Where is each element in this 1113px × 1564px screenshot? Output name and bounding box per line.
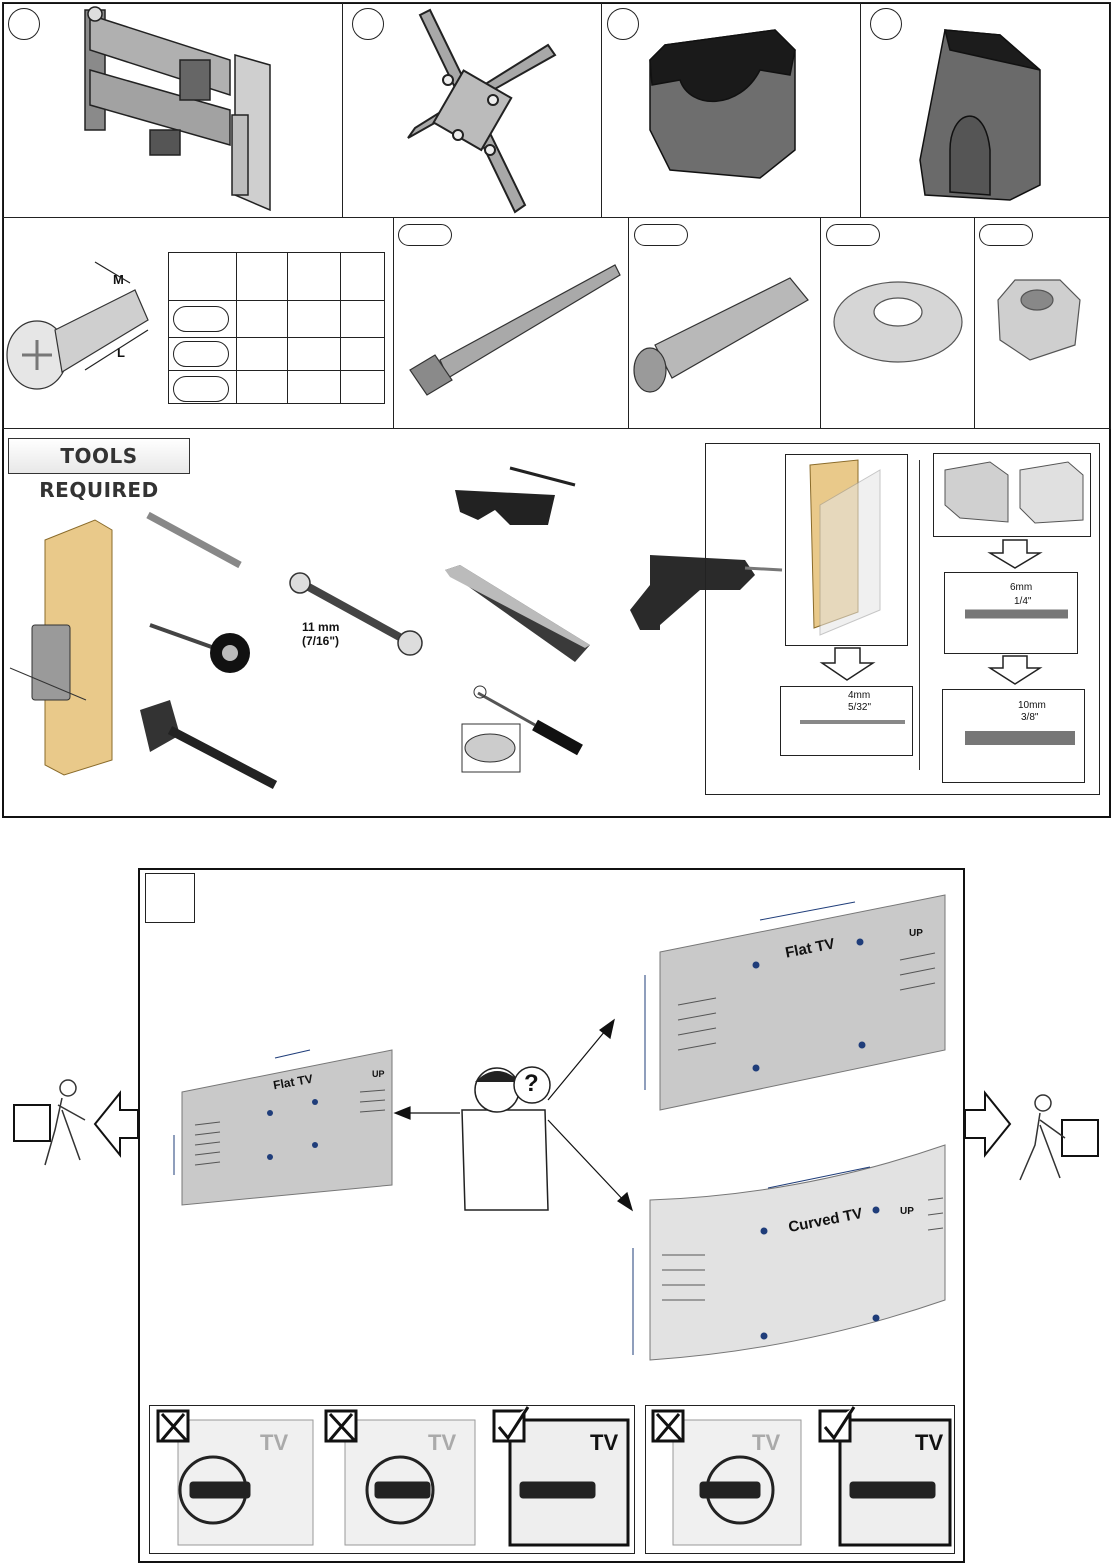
screw-size-table bbox=[168, 252, 385, 404]
screw-check-group-a bbox=[149, 1405, 635, 1554]
machine-screw-icon bbox=[6, 261, 149, 390]
large-tv-up-label: UP bbox=[909, 928, 923, 939]
screw-panel-tv-label: TV bbox=[590, 1430, 619, 1455]
cover-piece-a-icon bbox=[649, 29, 796, 179]
question-mark: ? bbox=[524, 1070, 539, 1097]
masonry-wall-panel bbox=[933, 453, 1091, 537]
screw-table-pill bbox=[173, 306, 229, 332]
guide-divider bbox=[919, 460, 920, 770]
masonry-bit2-size-in: 3/8" bbox=[1021, 712, 1039, 723]
drill-bit-icon bbox=[800, 609, 1075, 745]
pointer-arrows bbox=[393, 1018, 634, 1212]
part-label-pill bbox=[979, 224, 1033, 246]
brick-icon bbox=[944, 461, 1084, 524]
wrench-size-label: 11 mm bbox=[302, 620, 340, 634]
wrong-mark-icon bbox=[156, 1409, 685, 1443]
masonry-bit-1-panel bbox=[944, 572, 1078, 654]
tape-measure-icon bbox=[149, 623, 250, 673]
screw-panel-tv-label: TV bbox=[260, 1430, 289, 1455]
part-number-circle bbox=[870, 8, 902, 40]
tv-bracket-icon bbox=[407, 8, 557, 214]
exit-left-arrow-icon bbox=[13, 1090, 139, 1158]
wall-arm-icon bbox=[84, 6, 271, 212]
check-mark-icon bbox=[492, 1406, 856, 1443]
screw-panel-tv-label: TV bbox=[915, 1430, 944, 1455]
screw-dimension-l: L bbox=[117, 345, 125, 360]
masonry-bit1-size-in: 1/4" bbox=[1014, 596, 1032, 607]
washer-icon bbox=[833, 281, 963, 363]
masonry-bit-2-panel bbox=[942, 689, 1085, 783]
drill-bit-guide bbox=[705, 443, 1100, 795]
wall-anchor-icon bbox=[633, 277, 809, 393]
wrench-icon bbox=[289, 572, 423, 656]
safety-glasses-icon bbox=[455, 466, 576, 525]
power-drill-icon bbox=[630, 555, 783, 630]
stud-finder-icon bbox=[9, 519, 113, 776]
screw-panel-tv-label: TV bbox=[752, 1430, 781, 1455]
masonry-bit2-size-mm: 10mm bbox=[1018, 700, 1046, 711]
hex-nut-icon bbox=[997, 279, 1081, 361]
screw-table-pill bbox=[173, 341, 229, 367]
tools-required-badge: TOOLS REQUIRED bbox=[8, 438, 190, 502]
screw-check-panels bbox=[177, 1418, 952, 1547]
cover-piece-b-icon bbox=[919, 29, 1041, 201]
part-number-circle bbox=[8, 8, 40, 40]
wrench-size-imperial-label: (7/16") bbox=[302, 634, 340, 648]
screw-check-group-b bbox=[645, 1405, 955, 1554]
pencil-icon bbox=[146, 511, 242, 569]
screw-dimension-m: M bbox=[113, 272, 124, 287]
screw-panel-tv-label: TV bbox=[428, 1430, 457, 1455]
wood-stud-icon bbox=[809, 459, 881, 636]
tv-check-frame bbox=[138, 868, 965, 1563]
thinking-person-icon bbox=[461, 1066, 551, 1211]
walking-person-icon bbox=[44, 1079, 1066, 1181]
exit-right-arrow-icon bbox=[964, 1090, 1099, 1158]
screw-detail-icon bbox=[178, 1455, 936, 1525]
part-label-pill bbox=[634, 224, 688, 246]
lag-bolt-icon bbox=[409, 264, 621, 396]
screwdriver-icon bbox=[461, 685, 583, 773]
small-flat-tv-icon bbox=[173, 1049, 393, 1206]
part-label-pill bbox=[398, 224, 452, 246]
part-number-circle bbox=[607, 8, 639, 40]
wood-bit-size-in: 5/32" bbox=[848, 702, 872, 713]
small-tv-up-label: UP bbox=[372, 1069, 385, 1079]
part-label-pill bbox=[826, 224, 880, 246]
curved-tv-icon bbox=[632, 1144, 946, 1361]
large-flat-tv-icon bbox=[644, 894, 946, 1111]
wood-bit-size-mm: 4mm bbox=[848, 690, 871, 701]
masonry-bit1-size-mm: 6mm bbox=[1010, 582, 1033, 593]
part-number-circle bbox=[352, 8, 384, 40]
wood-wall-panel bbox=[785, 454, 908, 646]
down-arrow-icon bbox=[819, 539, 1043, 685]
curved-tv-up-label: UP bbox=[900, 1206, 914, 1217]
wood-bit-panel bbox=[780, 686, 913, 756]
hammer-icon bbox=[140, 700, 278, 789]
part-cell-nut bbox=[974, 217, 1111, 429]
step-number-box bbox=[145, 873, 195, 923]
level-icon bbox=[445, 565, 590, 662]
screw-table-pill bbox=[173, 376, 229, 402]
